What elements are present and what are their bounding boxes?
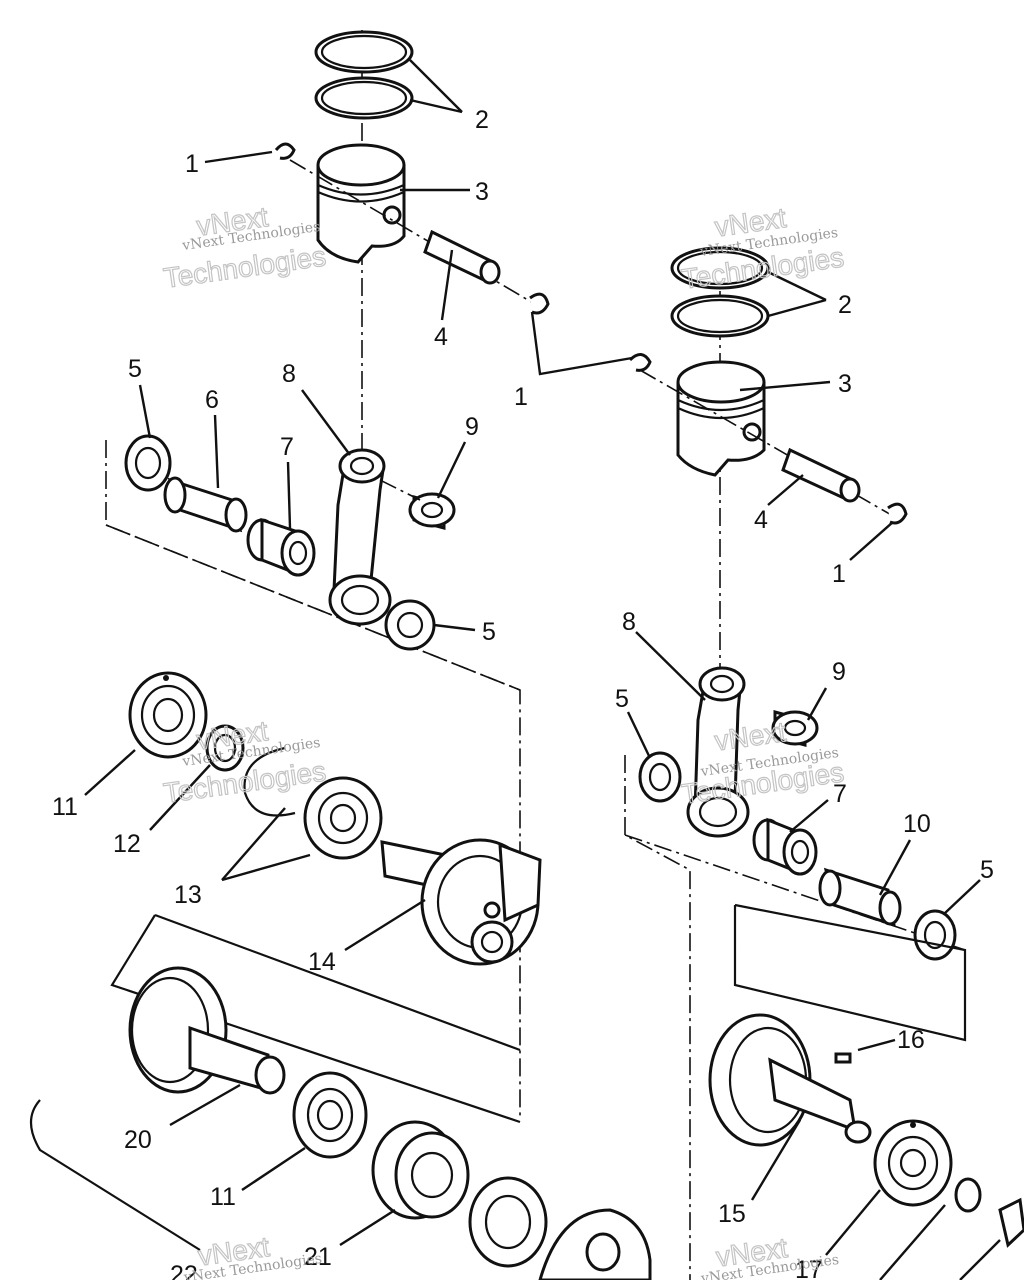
callout-15: 15 — [718, 1200, 746, 1228]
left-needle-bearing-lower — [246, 517, 316, 577]
right-piston — [676, 360, 766, 477]
callout-8: 8 — [622, 608, 636, 636]
callout-5: 5 — [615, 685, 629, 713]
right-crank-pin — [818, 867, 902, 928]
left-needle-bearing-small — [408, 492, 456, 530]
left-thrust-washer-lower — [384, 599, 436, 651]
right-piston-assembly — [628, 246, 908, 680]
left-snap-ring — [243, 746, 296, 817]
left-piston — [316, 143, 406, 264]
lower-crank-web — [538, 1208, 652, 1280]
left-piston-pin — [423, 229, 501, 285]
right-piston-rings — [670, 246, 770, 338]
callout-8: 8 — [282, 360, 296, 388]
right-thrust-washer-right — [913, 909, 957, 961]
callout-21: 21 — [304, 1243, 332, 1271]
callout-2: 2 — [838, 291, 852, 319]
right-crankshaft — [708, 1013, 872, 1147]
callout-9: 9 — [832, 658, 846, 686]
callout-1: 1 — [832, 560, 846, 588]
callout-22: 22 — [170, 1261, 198, 1280]
left-main-bearing-large — [303, 776, 383, 860]
callout-13: 13 — [174, 881, 202, 909]
right-needle-bearing-lower — [752, 817, 818, 876]
callout-3: 3 — [475, 178, 489, 206]
right-thrust-washer-left — [638, 751, 682, 803]
callout-7: 7 — [280, 433, 294, 461]
right-crankshaft-group — [708, 1013, 1024, 1248]
left-crankshaft-group — [110, 671, 542, 1124]
right-woodruff-key — [834, 1052, 852, 1064]
left-conrod-group — [105, 434, 521, 1120]
right-conrod-group — [624, 666, 967, 1280]
right-circlip-left — [628, 353, 652, 372]
callout-1: 1 — [185, 150, 199, 178]
right-circlip-right — [887, 502, 908, 525]
lower-flywheel — [128, 966, 286, 1095]
callout-4: 4 — [434, 323, 448, 351]
left-piston-rings — [314, 30, 414, 120]
right-piston-pin — [781, 447, 861, 503]
lower-seal — [371, 1120, 470, 1220]
callout-1: 1 — [514, 383, 528, 411]
watermark-5: vNext vNext Technologies — [182, 1230, 323, 1280]
left-crank-pin — [163, 476, 248, 533]
callout-6: 6 — [205, 386, 219, 414]
lower-bearing-right — [468, 1176, 548, 1268]
left-crankshaft — [380, 838, 542, 966]
callout-7: 7 — [833, 780, 847, 808]
right-main-bearing — [873, 1119, 953, 1207]
callout-9: 9 — [465, 413, 479, 441]
callout-5: 5 — [128, 355, 142, 383]
callout-14: 14 — [308, 948, 336, 976]
leader-lines — [84, 59, 1001, 1280]
left-thrust-washer-upper — [124, 434, 172, 492]
callout-2: 2 — [475, 106, 489, 134]
left-main-bearing-upper — [128, 671, 208, 759]
right-needle-bearing-small — [771, 710, 819, 747]
callout-5: 5 — [980, 856, 994, 884]
watermark-2: vNext Technologies vNext Technologies — [679, 201, 846, 295]
lower-left-assembly — [29, 966, 652, 1280]
watermark-1: vNext Technologies vNext Technologies — [161, 200, 328, 294]
lower-main-bearing — [292, 1071, 368, 1159]
left-circlip-top — [274, 142, 296, 160]
left-connecting-rod — [328, 448, 392, 626]
right-washer — [954, 1177, 982, 1213]
callout-5: 5 — [482, 618, 496, 646]
callout-20: 20 — [124, 1126, 152, 1154]
callout-17: 17 — [795, 1256, 823, 1280]
left-circlip-right — [529, 292, 550, 315]
callout-11: 11 — [210, 1183, 236, 1211]
callout-4: 4 — [754, 506, 768, 534]
right-connecting-rod — [686, 666, 750, 838]
callout-10: 10 — [903, 810, 931, 838]
callout-labels: 1 2 3 4 1 5 6 7 8 9 5 2 3 4 1 8 9 5 7 10… — [52, 106, 994, 1280]
callout-12: 12 — [113, 830, 141, 858]
callout-11: 11 — [52, 793, 78, 821]
left-piston-assembly — [274, 30, 633, 455]
callout-16: 16 — [897, 1026, 925, 1054]
callout-3: 3 — [838, 370, 852, 398]
left-seal-ring — [205, 724, 245, 772]
right-nut — [998, 1197, 1024, 1248]
